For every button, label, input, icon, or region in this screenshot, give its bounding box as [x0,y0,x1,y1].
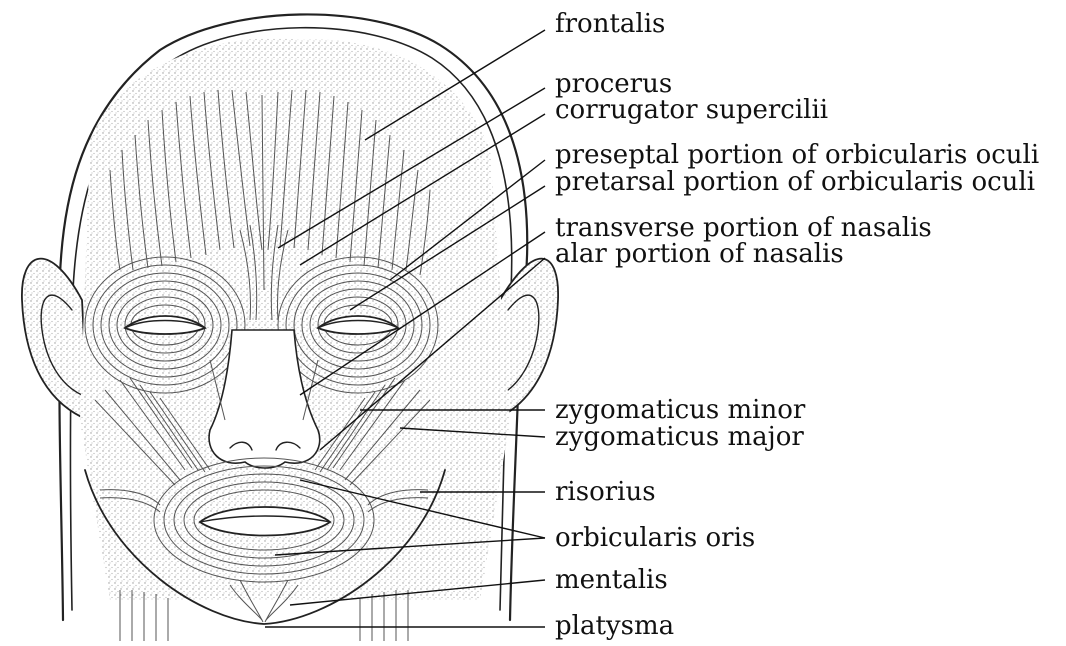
face-muscles [80,38,510,641]
label-frontalis: frontalis [555,9,665,39]
label-orbicularis-oris: orbicularis oris [555,523,755,553]
label-mentalis: mentalis [555,565,668,595]
label-alar-nasalis: alar portion of nasalis [555,239,844,269]
labels: frontalis procerus corrugator supercilii… [555,9,1039,641]
label-platysma: platysma [555,611,674,641]
label-pretarsal-portion: pretarsal portion of orbicularis oculi [555,167,1035,197]
label-zygomaticus-minor: zygomaticus minor [555,395,806,425]
label-zygomaticus-major: zygomaticus major [555,422,804,452]
label-corrugator-supercilii: corrugator supercilii [555,95,828,125]
label-preseptal-portion: preseptal portion of orbicularis oculi [555,140,1039,170]
left-ear [22,259,88,420]
label-risorius: risorius [555,477,656,507]
